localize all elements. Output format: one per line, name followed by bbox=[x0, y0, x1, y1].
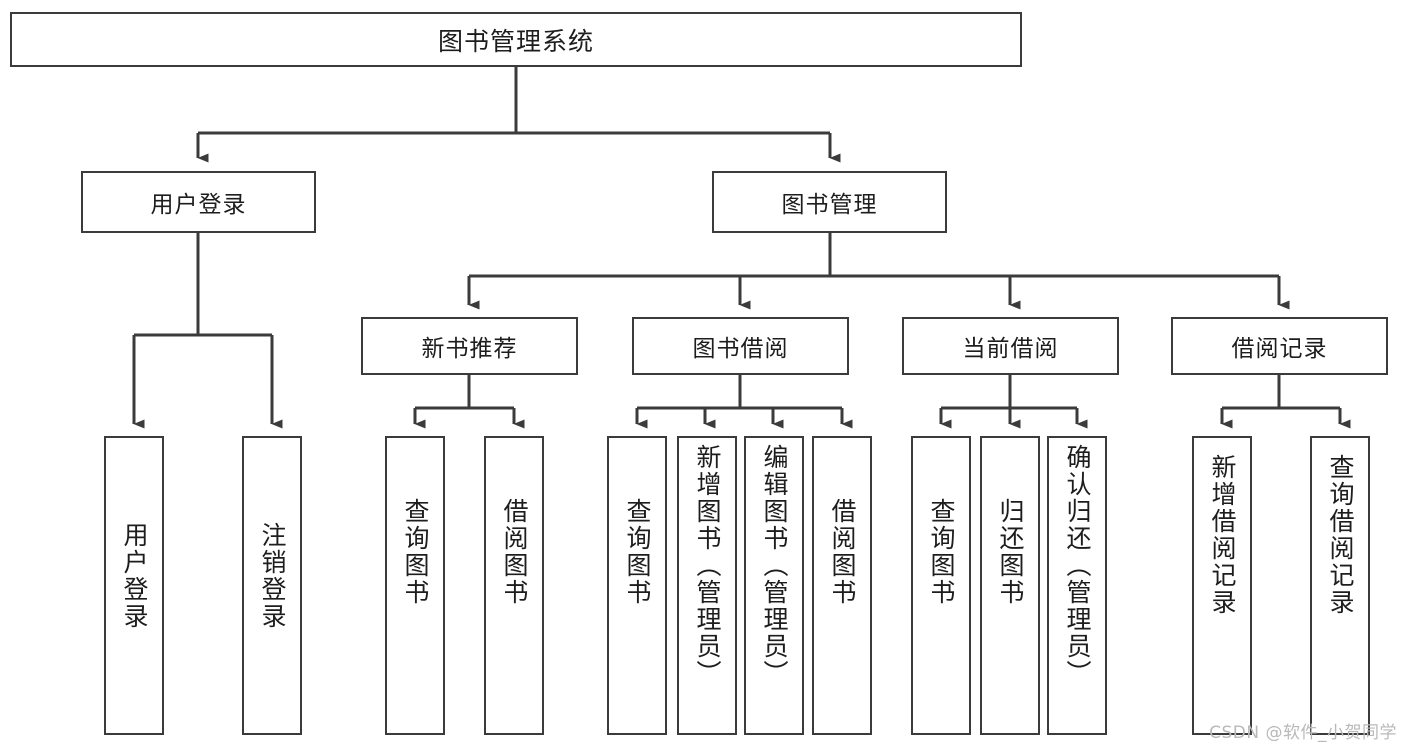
leaf-label: 新增图书（管理员） bbox=[693, 444, 722, 687]
leaf-current-borrow-return-book[interactable]: 归还图书 bbox=[980, 436, 1040, 735]
node-label: 用户登录 bbox=[150, 192, 247, 218]
leaf-borrow-record-query-record[interactable]: 查询借阅记录 bbox=[1310, 436, 1370, 735]
leaf-label: 借阅图书 bbox=[828, 498, 857, 606]
node-label: 图书管理系统 bbox=[437, 26, 594, 56]
node-root-book-management-system[interactable]: 图书管理系统 bbox=[10, 12, 1022, 67]
leaf-user-login-login[interactable]: 用户登录 bbox=[104, 436, 164, 735]
leaf-label: 查询图书 bbox=[623, 498, 652, 606]
leaf-book-borrow-query-book[interactable]: 查询图书 bbox=[607, 436, 667, 735]
leaf-label: 查询图书 bbox=[401, 498, 430, 606]
leaf-current-borrow-confirm-return-admin[interactable]: 确认归还（管理员） bbox=[1047, 436, 1107, 735]
leaf-label: 归还图书 bbox=[996, 498, 1025, 606]
leaf-book-borrow-borrow-book[interactable]: 借阅图书 bbox=[812, 436, 872, 735]
node-book-borrow[interactable]: 图书借阅 bbox=[632, 317, 849, 375]
node-current-borrow[interactable]: 当前借阅 bbox=[902, 317, 1119, 375]
leaf-label: 查询借阅记录 bbox=[1326, 454, 1355, 616]
leaf-label: 借阅图书 bbox=[500, 498, 529, 606]
node-new-book-recommend[interactable]: 新书推荐 bbox=[361, 317, 578, 375]
leaf-label: 用户登录 bbox=[120, 522, 149, 630]
node-label: 借阅记录 bbox=[1231, 336, 1328, 362]
node-label: 图书管理 bbox=[781, 192, 878, 218]
leaf-book-borrow-edit-book-admin[interactable]: 编辑图书（管理员） bbox=[744, 436, 804, 735]
leaf-label: 注销登录 bbox=[258, 522, 287, 630]
leaf-label: 编辑图书（管理员） bbox=[760, 444, 789, 687]
leaf-label: 确认归还（管理员） bbox=[1063, 444, 1092, 687]
node-label: 当前借阅 bbox=[962, 336, 1059, 362]
leaf-label: 新增借阅记录 bbox=[1208, 454, 1237, 616]
leaf-current-borrow-query-book[interactable]: 查询图书 bbox=[911, 436, 971, 735]
leaf-new-book-borrow-book[interactable]: 借阅图书 bbox=[484, 436, 544, 735]
node-borrow-record[interactable]: 借阅记录 bbox=[1171, 317, 1388, 375]
leaf-book-borrow-add-book-admin[interactable]: 新增图书（管理员） bbox=[677, 436, 737, 735]
node-label: 新书推荐 bbox=[421, 336, 518, 362]
leaf-user-login-logout[interactable]: 注销登录 bbox=[242, 436, 302, 735]
leaf-borrow-record-add-record[interactable]: 新增借阅记录 bbox=[1192, 436, 1252, 735]
node-book-management[interactable]: 图书管理 bbox=[712, 171, 947, 233]
node-label: 图书借阅 bbox=[692, 336, 789, 362]
leaf-label: 查询图书 bbox=[927, 498, 956, 606]
leaf-new-book-query-book[interactable]: 查询图书 bbox=[385, 436, 445, 735]
node-user-login[interactable]: 用户登录 bbox=[81, 171, 316, 233]
